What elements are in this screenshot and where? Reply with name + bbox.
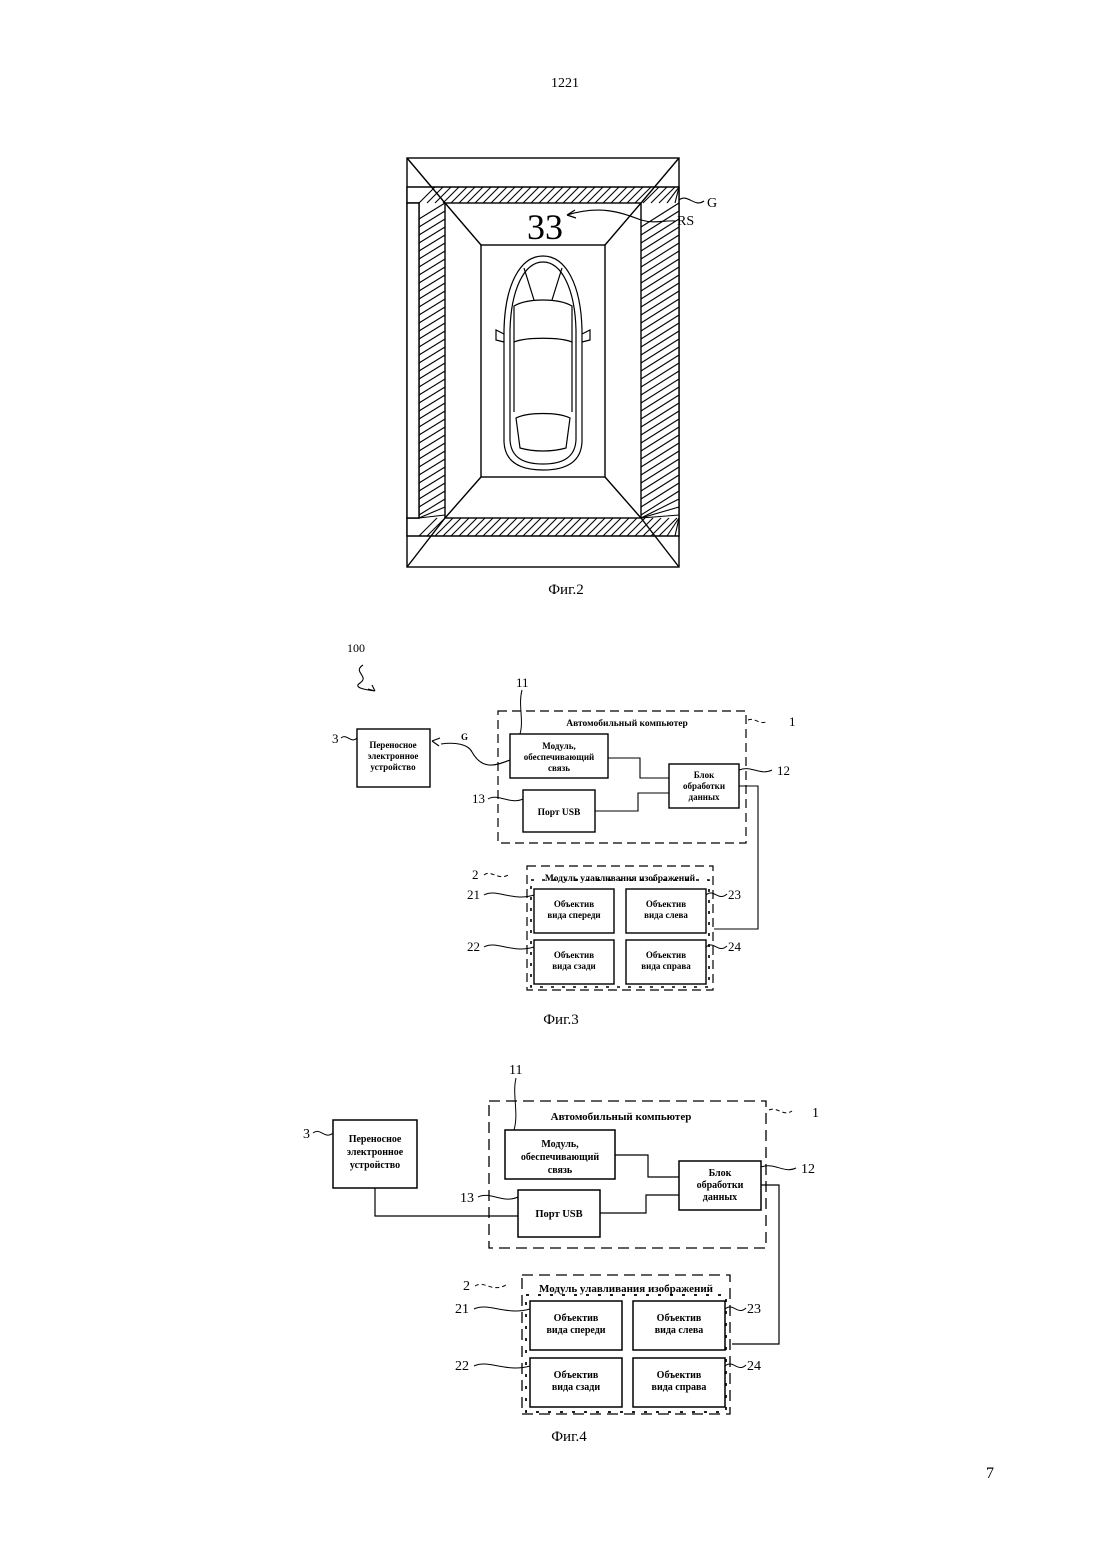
fig3-comm-line1: Модуль, [542, 741, 576, 751]
fig3-lens-rear-line2: вида сзади [552, 961, 595, 971]
fig2-parking-space [481, 245, 605, 477]
fig4-lens-right-line2: вида справа [652, 1382, 707, 1393]
fig3-caption: Фиг.3 [543, 1012, 579, 1028]
fig4-capture-link [732, 1185, 779, 1344]
fig2-wall-gap [407, 203, 419, 518]
fig3-comm-line2: обеспечивающий [524, 752, 594, 762]
fig2-label-g: G [707, 196, 717, 211]
fig4-lens-left-line1: Объектив [657, 1313, 702, 1324]
fig2-label-rs: RS [677, 214, 694, 229]
fig4-capture-title: Модуль улавливания изображений [539, 1283, 714, 1295]
fig4-caption: Фиг.4 [551, 1429, 587, 1445]
fig3-usb-ref: 13 [472, 791, 485, 806]
fig3-lens-rear-line1: Объектив [554, 950, 594, 960]
fig3-lens-front-line2: вида спереди [547, 910, 600, 920]
fig4-lens-right-ref: 24 [747, 1359, 761, 1374]
fig3-lens-left-ref: 23 [728, 887, 741, 902]
fig4-lens-front-line2: вида спереди [546, 1325, 605, 1336]
page-number: 7 [986, 1465, 994, 1482]
fig3-proc-line1: Блок [694, 770, 715, 780]
fig3-proc-line3: данных [689, 792, 720, 802]
fig4-capture-container [522, 1275, 730, 1414]
fig4-comm-line3: связь [548, 1165, 573, 1176]
fig3-lens-front-ref: 21 [467, 887, 480, 902]
fig3-capture-container [527, 866, 713, 990]
fig4-comm-ref: 11 [509, 1063, 522, 1078]
fig3-lens-left-line1: Объектив [646, 899, 686, 909]
fig3-processor-ref: 12 [777, 763, 790, 778]
fig4-processor-ref: 12 [801, 1162, 815, 1177]
fig3-capture-ref: 2 [472, 867, 479, 882]
fig3-proc-line2: обработки [683, 781, 725, 791]
fig3-portable-line3: устройство [370, 762, 416, 772]
fig3-portable-ref: 3 [332, 731, 339, 746]
fig4-comm-line1: Модуль, [541, 1139, 579, 1150]
fig3-comm-ref: 11 [516, 675, 529, 690]
fig4-block-diagram: Автомобильный компьютер 1 Переносное эле… [303, 1063, 819, 1445]
fig3-lens-left-line2: вида слева [644, 910, 688, 920]
fig3-portable-line1: Переносное [369, 740, 416, 750]
fig4-lens-left-ref: 23 [747, 1302, 761, 1317]
fig4-lens-front-line1: Объектив [554, 1313, 599, 1324]
fig4-portable-line3: устройство [350, 1160, 400, 1171]
fig3-lens-right-ref: 24 [728, 939, 742, 954]
fig3-lens-right-line1: Объектив [646, 950, 686, 960]
fig3-computer-ref: 1 [789, 714, 796, 729]
fig4-usb-label: Порт USB [535, 1209, 582, 1220]
fig4-lens-rear-ref: 22 [455, 1359, 469, 1374]
fig2-g-leader [679, 198, 704, 203]
fig3-capture-title: Модуль улавливания изображений [545, 873, 696, 884]
fig3-usb-label: Порт USB [538, 808, 581, 818]
fig4-lens-rear-line1: Объектив [554, 1370, 599, 1381]
fig3-block-diagram: 100 Автомобильный компьютер 1 Переносное… [332, 641, 796, 1028]
fig4-computer-title: Автомобильный компьютер [551, 1111, 692, 1123]
fig4-comm-line2: обеспечивающий [521, 1152, 599, 1163]
fig4-usb-cable [375, 1188, 518, 1216]
fig3-system-ref: 100 [347, 641, 365, 655]
fig3-lens-front-line1: Объектив [554, 899, 594, 909]
fig4-lens-rear-line2: вида сзади [552, 1382, 600, 1393]
fig4-portable-ref: 3 [303, 1127, 310, 1142]
fig4-portable-line1: Переносное [349, 1134, 402, 1145]
fig3-lens-rear-ref: 22 [467, 939, 480, 954]
fig4-proc-line3: данных [703, 1192, 737, 1203]
fig3-system-arrow [358, 665, 375, 691]
fig4-portable-line2: электронное [347, 1147, 404, 1158]
fig4-proc-line1: Блок [709, 1168, 732, 1179]
fig4-proc-line2: обработки [697, 1180, 744, 1191]
fig4-lens-right-line1: Объектив [657, 1370, 702, 1381]
fig3-computer-title: Автомобильный компьютер [566, 718, 687, 729]
fig3-portable-line2: электронное [368, 751, 419, 761]
fig4-lens-left-line2: вида слева [655, 1325, 704, 1336]
fig2-parking-number: 33 [527, 207, 563, 247]
fig3-signal-label: G [461, 732, 468, 742]
fig4-usb-ref: 13 [460, 1191, 474, 1206]
fig3-lens-right-line2: вида справа [641, 961, 691, 971]
fig2-caption: Фиг.2 [548, 582, 584, 598]
fig4-lens-front-ref: 21 [455, 1302, 469, 1317]
page-header-number: 1221 [551, 76, 579, 91]
fig3-comm-line3: связь [548, 763, 570, 773]
fig4-capture-ref: 2 [463, 1279, 470, 1294]
fig4-computer-ref: 1 [812, 1106, 819, 1121]
